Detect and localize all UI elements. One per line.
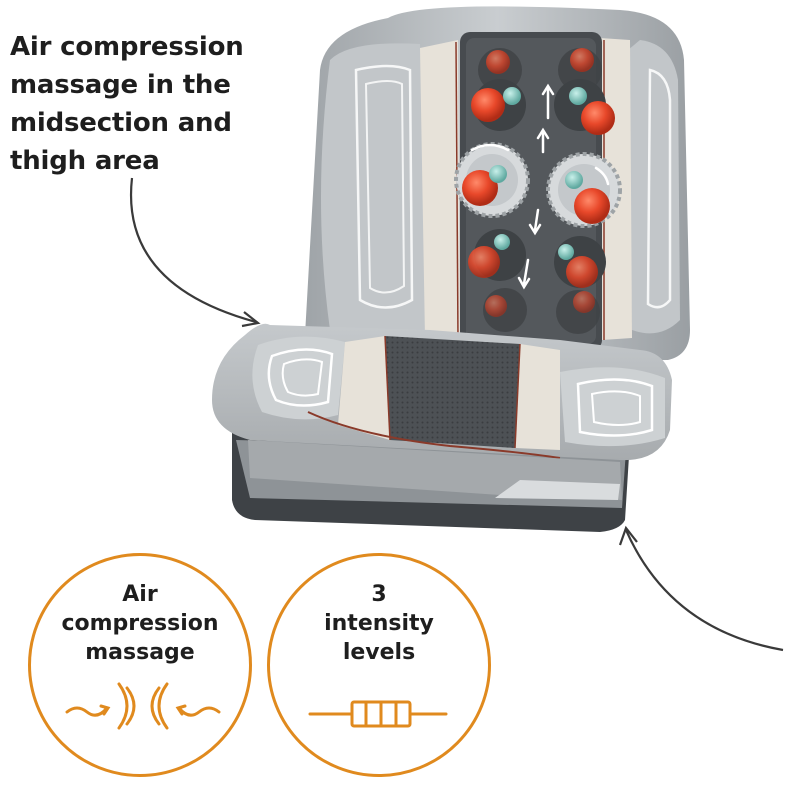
badge-1-line-1: Air <box>122 582 158 607</box>
badge-intensity-text: 3 intensity levels <box>270 580 488 667</box>
badge-2-line-2: intensity <box>324 611 434 636</box>
badge-2-line-1: 3 <box>371 582 387 607</box>
headline-line-4: thigh area <box>10 146 160 176</box>
badge-1-line-2: compression <box>61 611 219 636</box>
headline-line-1: Air compression <box>10 32 244 62</box>
badge-air-compression: Air compression massage <box>28 553 252 777</box>
leader-arrow-right <box>624 529 784 652</box>
air-compression-icon <box>65 682 221 730</box>
headline: Air compression massage in the midsectio… <box>10 28 310 180</box>
badge-2-line-3: levels <box>342 640 416 665</box>
headline-line-3: midsection and <box>10 108 232 138</box>
badge-intensity-levels: 3 intensity levels <box>267 553 491 777</box>
movement-arrows <box>470 83 610 290</box>
intensity-levels-icon <box>308 700 448 728</box>
headline-line-2: massage in the <box>10 70 231 100</box>
leader-arrow-top <box>129 177 257 324</box>
badge-air-compression-text: Air compression massage <box>31 580 249 667</box>
badge-1-line-3: massage <box>85 640 195 665</box>
massage-nodes <box>454 48 622 334</box>
